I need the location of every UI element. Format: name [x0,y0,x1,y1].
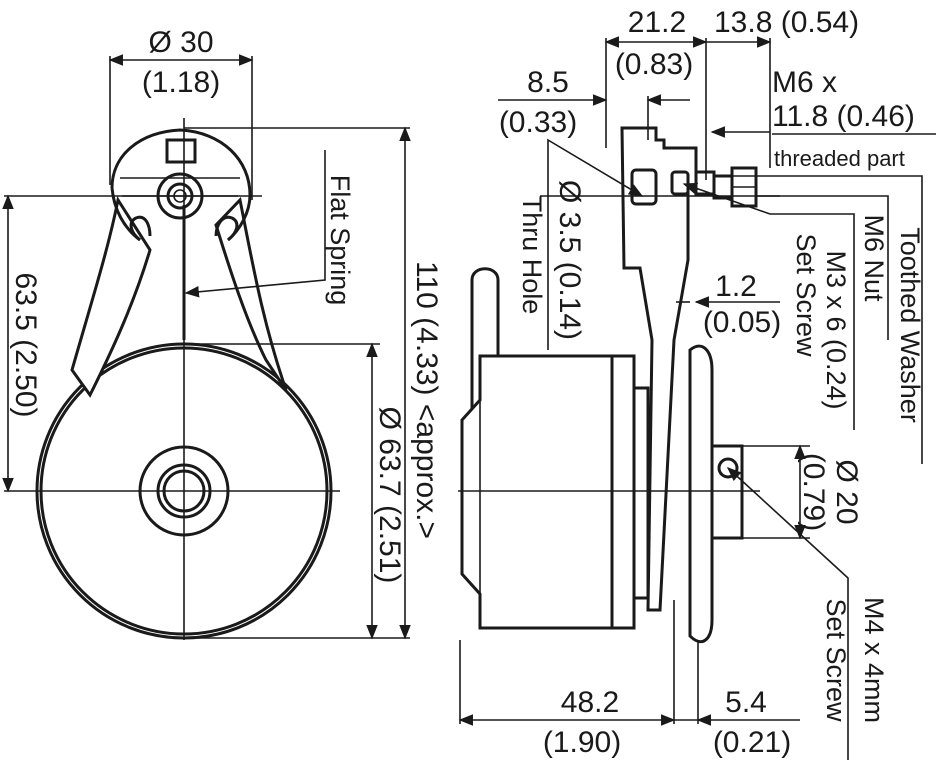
m6x-label: M6 x [772,66,837,99]
coupling-collar [710,444,744,540]
w5-inch-label: (0.21) [713,726,791,759]
w1-label: 1.2 [715,270,757,303]
dia63-label: Ø 63.7 (2.51) [373,407,406,584]
threaded-part-label: threaded part [774,146,905,171]
arm-right-side [214,196,288,391]
dia30-inch-label: (1.18) [142,66,220,99]
w8-inch-label: (0.33) [499,106,577,139]
m3-set-screw-label-2: Set Screw [791,233,821,357]
thru-hole-label: Thru Hole [517,196,547,315]
m6-nut-leader [756,195,889,340]
w13-label: 13.8 (0.54) [714,6,859,39]
thru-hole-leader [547,138,644,350]
m3-set-screw-label-1: M3 x 6 (0.24) [821,250,851,409]
spring-clip-left [129,215,152,242]
w8-label: 8.5 [527,66,569,99]
flat-spring-label: Flat Spring [325,175,355,306]
arm-head-lines [120,177,240,197]
arm-head [110,128,252,242]
w21-label: 21.2 [628,6,686,39]
spring-clip-right [214,215,239,242]
side-arm-plate [620,126,698,612]
m6-nut-label: M6 Nut [859,214,889,302]
w5-label: 5.4 [725,686,767,719]
dia30-label: Ø 30 [148,26,213,59]
m4-leader [726,467,849,760]
arm-left-side [70,196,152,398]
coupling-disc [688,344,714,643]
toothed-washer-label: Toothed Washer [895,227,925,423]
dia20-label: Ø 20 [830,459,863,524]
m3-leader [682,182,855,430]
w21-inch-label: (0.83) [615,48,693,81]
m4-set-screw-label-2: Set Screw [821,598,851,722]
h63-label: 63.5 (2.50) [9,272,42,417]
h110-label: 110 (4.33) <approx.> [410,261,443,539]
w1-inch-label: (0.05) [703,306,781,339]
toothed-washer-leader [732,175,923,464]
front-view [4,56,410,640]
flat-spring-leader [184,150,326,298]
dia20-inch-label: (0.79) [797,453,830,531]
side-housing-flange [610,354,636,630]
arm-head-block [165,138,197,164]
w48-label: 48.2 [561,686,619,719]
side-spacer [632,386,650,600]
side-housing [460,354,614,630]
m6-len-label: 11.8 (0.46) [772,100,915,133]
dia3-label: Ø 3.5 (0.14) [553,180,586,340]
w48-inch-label: (1.90) [543,726,621,759]
side-view [458,126,780,643]
m4-set-screw-label-1: M4 x 4mm [859,597,889,723]
